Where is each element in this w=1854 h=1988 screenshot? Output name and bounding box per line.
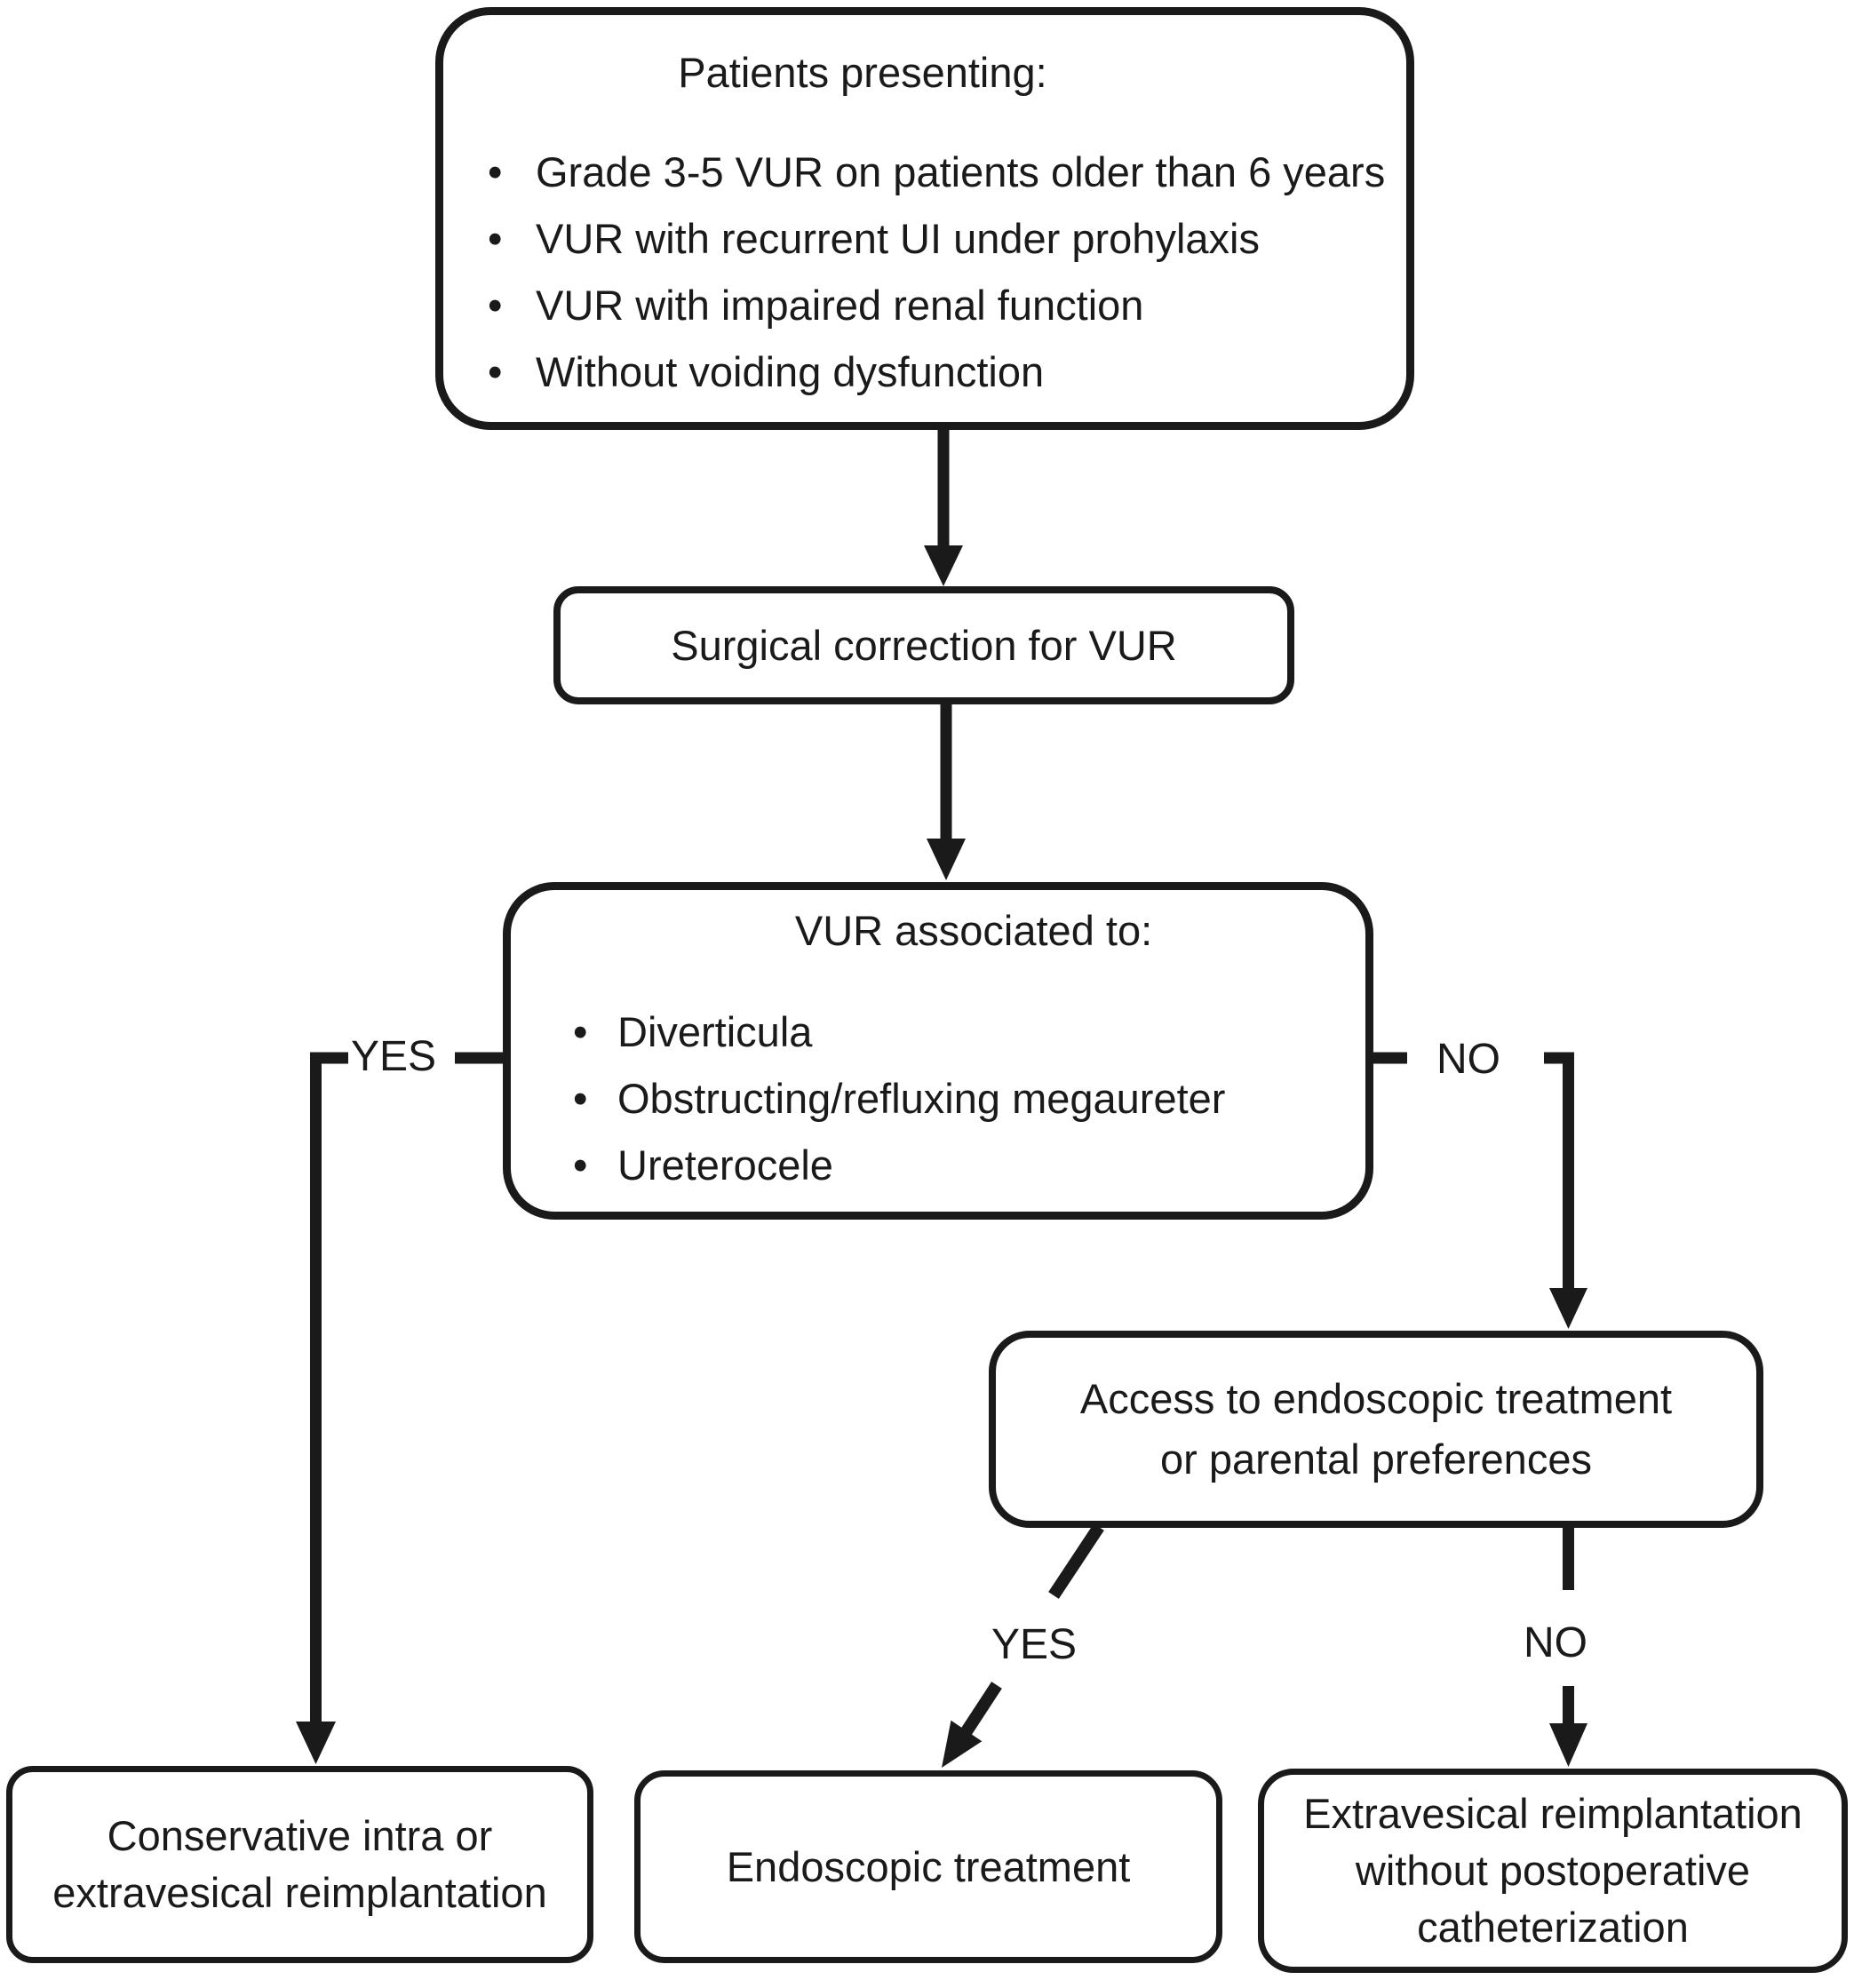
patients-bullet-list: Grade 3-5 VUR on patients older than 6 y… — [488, 139, 1385, 405]
yes-branch-arrowhead — [296, 1722, 336, 1764]
node-conservative-reimplantation: Conservative intra or extravesical reimp… — [6, 1766, 593, 1963]
vur-bullet-3: Ureterocele — [573, 1132, 1225, 1198]
patients-bullet-4: Without voiding dysfunction — [488, 338, 1385, 405]
patients-bullet-3: VUR with impaired renal function — [488, 272, 1385, 338]
node-surgical-correction: Surgical correction for VUR — [553, 586, 1294, 704]
access-label: Access to endoscopic treatment or parent… — [1079, 1375, 1673, 1483]
no-branch-arrowhead — [1549, 1288, 1587, 1329]
access-yes-diagonal-lower — [961, 1682, 1002, 1735]
patients-bullet-2: VUR with recurrent UI under prohylaxis — [488, 205, 1385, 272]
branch-label-vur-no: NO — [1436, 1036, 1500, 1083]
branch-label-access-yes: YES — [991, 1621, 1078, 1668]
access-no-arrowhead — [1549, 1723, 1587, 1767]
vur-associated-bullet-list: Diverticula Obstructing/refluxing megaur… — [573, 998, 1225, 1198]
vur-bullet-1: Diverticula — [573, 998, 1225, 1065]
access-yes-diagonal-upper — [1048, 1523, 1104, 1599]
node-vur-associated: VUR associated to: Diverticula Obstructi… — [503, 882, 1373, 1220]
arrow-patients-to-surgical-head — [924, 545, 963, 586]
node-patients-presenting: Patients presenting: Grade 3-5 VUR on pa… — [435, 7, 1414, 430]
node-access-endoscopic: Access to endoscopic treatment or parent… — [989, 1331, 1763, 1528]
access-yes-arrowhead — [942, 1720, 983, 1768]
vur-bullet-2: Obstructing/refluxing megaureter — [573, 1065, 1225, 1132]
arrow-surgical-to-vur-head — [927, 839, 966, 880]
vur-associated-title: VUR associated to: — [794, 907, 1153, 954]
node-extravesical-reimplantation: Extravesical reimplantation without post… — [1258, 1769, 1848, 1973]
node-endoscopic-treatment: Endoscopic treatment — [634, 1770, 1222, 1963]
surgical-label: Surgical correction for VUR — [671, 621, 1177, 669]
branch-label-vur-yes: YES — [350, 1033, 437, 1080]
patients-bullet-1: Grade 3-5 VUR on patients older than 6 y… — [488, 139, 1385, 205]
conservative-label: Conservative intra or extravesical reimp… — [52, 1812, 547, 1916]
extravesical-label: Extravesical reimplantation without post… — [1303, 1790, 1802, 1951]
patients-title: Patients presenting: — [678, 49, 1047, 96]
branch-label-access-no: NO — [1524, 1619, 1587, 1666]
endoscopic-label: Endoscopic treatment — [726, 1842, 1131, 1890]
